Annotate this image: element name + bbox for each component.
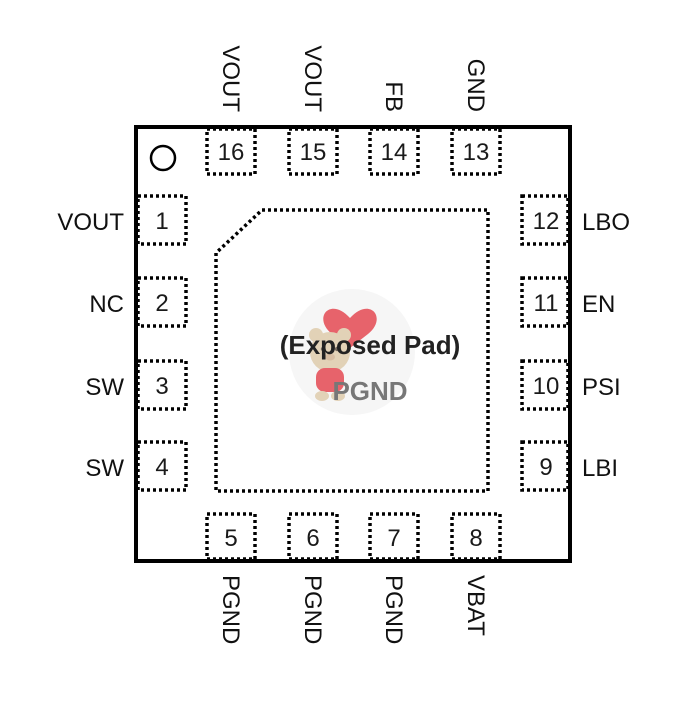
- pin-3-name: SW: [85, 374, 124, 401]
- pin-12-name: LBO: [582, 209, 630, 236]
- pin-5-name: PGND: [217, 575, 244, 644]
- pin-1-name: VOUT: [57, 209, 124, 236]
- pin-7-number: 7: [387, 525, 400, 552]
- pin-7-pad: [368, 512, 420, 561]
- exposed-pad-outline: [214, 208, 490, 493]
- pin-15-number: 15: [300, 139, 327, 166]
- pin-5-pad: [205, 512, 257, 561]
- exposed-pad-label: (Exposed Pad): [280, 330, 461, 360]
- pin-13-pad: [450, 127, 502, 176]
- pin-15-name: VOUT: [299, 45, 326, 112]
- pin-2-pad: [136, 276, 188, 328]
- pin-1-pad: [136, 194, 188, 246]
- pin-1-number: 1: [155, 208, 168, 235]
- pin-9-name: LBI: [582, 455, 618, 482]
- pin-3-pad: [136, 359, 188, 411]
- pin-9-number: 9: [539, 454, 552, 481]
- pin-16-number: 16: [218, 139, 245, 166]
- package-outline: [134, 125, 572, 563]
- pin-6-pad: [287, 512, 339, 561]
- pin-12-pad: [520, 194, 570, 246]
- pin-2-name: NC: [89, 291, 124, 318]
- pin-13-name: GND: [462, 59, 489, 112]
- pin-4-name: SW: [85, 455, 124, 482]
- pin-8-name: VBAT: [462, 575, 489, 636]
- pin-16-pad: [205, 127, 257, 176]
- pin-13-number: 13: [463, 139, 490, 166]
- pin-14-pad: [368, 127, 420, 176]
- pin-9-pad: [520, 440, 570, 492]
- pin1-marker-icon: [149, 144, 177, 172]
- pin-12-number: 12: [533, 208, 560, 235]
- pin-8-pad: [450, 512, 502, 561]
- bear-heart-watermark-icon: [289, 289, 415, 415]
- pin-4-number: 4: [155, 454, 168, 481]
- pin-7-name: PGND: [380, 575, 407, 644]
- pin-8-number: 8: [469, 525, 482, 552]
- pin-11-number: 11: [534, 290, 559, 317]
- pin-6-number: 6: [306, 525, 319, 552]
- pin-5-number: 5: [224, 525, 237, 552]
- pin-14-number: 14: [381, 139, 408, 166]
- pin-4-pad: [136, 440, 188, 492]
- pin-10-name: PSI: [582, 374, 621, 401]
- pin-14-name: FB: [380, 81, 407, 112]
- pin-6-name: PGND: [299, 575, 326, 644]
- pin-15-pad: [287, 127, 339, 176]
- pin-2-number: 2: [155, 290, 168, 317]
- pin-16-name: VOUT: [217, 45, 244, 112]
- pin-10-pad: [520, 359, 570, 411]
- exposed-pad-net-label: PGND: [332, 376, 407, 406]
- pin-3-number: 3: [155, 373, 168, 400]
- pin-11-name: EN: [582, 291, 615, 318]
- pin-11-pad: [520, 276, 570, 328]
- pin-10-number: 10: [533, 373, 560, 400]
